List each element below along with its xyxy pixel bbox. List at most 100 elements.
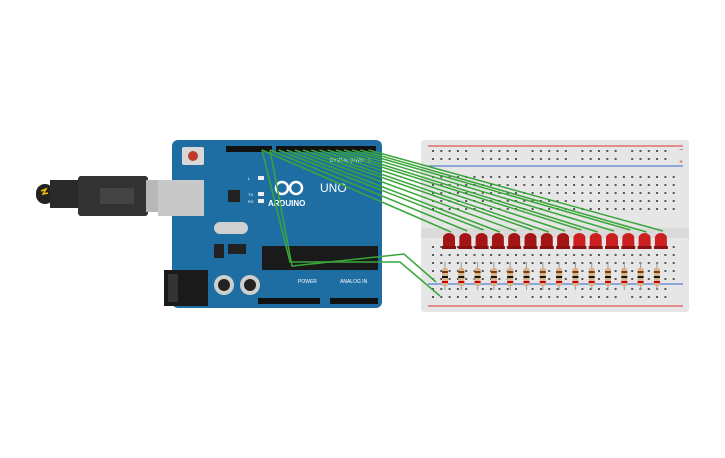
resistor[interactable] <box>637 262 644 290</box>
red-led[interactable] <box>556 233 571 249</box>
resistor[interactable] <box>605 262 611 290</box>
resistor[interactable] <box>539 262 546 290</box>
breadboard-hole <box>614 176 617 178</box>
breadboard-hole <box>432 192 434 194</box>
jumper-wire[interactable] <box>327 149 582 231</box>
led-dome <box>654 233 667 243</box>
jumper-wire[interactable] <box>343 149 615 232</box>
regulator <box>214 244 224 258</box>
red-led[interactable] <box>539 233 554 249</box>
breadboard-hole <box>672 246 675 248</box>
rail-hole <box>548 296 551 298</box>
rail-hole <box>548 158 551 160</box>
resistor-row[interactable] <box>442 262 660 290</box>
jumper-wire[interactable] <box>286 149 501 233</box>
breadboard-hole <box>465 184 468 186</box>
breadboard-hole <box>614 262 617 264</box>
breadboard-hole <box>581 278 584 280</box>
red-led[interactable] <box>637 233 652 249</box>
red-led[interactable] <box>507 233 522 249</box>
ground-wire[interactable] <box>261 149 441 297</box>
breadboard-hole <box>456 192 459 194</box>
resistor[interactable] <box>490 262 497 290</box>
rail-hole <box>531 296 534 298</box>
resistor[interactable] <box>556 262 563 290</box>
resistor[interactable] <box>442 262 448 290</box>
red-led[interactable] <box>572 233 587 249</box>
breadboard-hole <box>631 254 634 256</box>
rail-hole <box>456 288 459 290</box>
breadboard-hole <box>664 278 667 280</box>
breadboard-hole <box>481 254 484 256</box>
jumper-wire[interactable] <box>335 149 598 233</box>
resistor-band <box>523 271 530 273</box>
rail-hole <box>481 296 484 298</box>
resistor[interactable] <box>507 262 514 290</box>
jumper-wire[interactable] <box>310 149 550 233</box>
breadboard-hole <box>448 278 451 280</box>
rail-hole <box>647 296 650 298</box>
resistor[interactable] <box>458 262 465 290</box>
breadboard-hole <box>440 200 443 202</box>
breadboard-hole <box>606 208 609 210</box>
rail-hole <box>631 296 634 298</box>
jumper-wire[interactable] <box>278 149 484 231</box>
breadboard-hole <box>606 184 609 186</box>
breadboard-hole <box>456 262 459 264</box>
jumper-wire[interactable] <box>319 149 566 232</box>
rail-hole <box>481 150 484 152</box>
arduino-uno-board[interactable]: ARDUINO UNO DIGITAL (PWM ~) POWER ANALOG… <box>158 140 382 308</box>
resistor[interactable] <box>523 262 530 290</box>
red-led[interactable] <box>442 233 456 249</box>
red-led[interactable] <box>523 233 538 249</box>
red-led[interactable] <box>621 233 636 249</box>
jumper-wire[interactable] <box>351 149 631 231</box>
rail-hole <box>581 296 584 298</box>
rail-hole <box>515 158 517 160</box>
breadboard-hole <box>548 278 551 280</box>
breadboard-hole <box>556 200 559 202</box>
rail-hole <box>598 288 600 290</box>
atmega-chip <box>262 246 378 270</box>
rail-hole <box>556 150 559 152</box>
resistor[interactable] <box>653 262 660 290</box>
resistor[interactable] <box>572 262 579 290</box>
ground-wire[interactable] <box>269 149 437 283</box>
resistor-band <box>621 271 628 273</box>
breadboard-hole <box>448 208 451 210</box>
breadboard-hole <box>672 254 675 256</box>
rail-hole <box>598 296 600 298</box>
breadboard-hole <box>656 184 659 186</box>
breadboard-hole <box>647 278 650 280</box>
resistor[interactable] <box>621 262 628 290</box>
red-led[interactable] <box>490 233 505 249</box>
red-led[interactable] <box>588 233 603 249</box>
led-dome <box>638 233 651 243</box>
led-row[interactable] <box>442 233 668 249</box>
led-base <box>442 246 456 249</box>
red-led[interactable] <box>605 233 619 249</box>
rail-hole <box>564 158 567 160</box>
breadboard-hole <box>589 192 592 194</box>
breadboard-hole <box>506 262 509 264</box>
resistor[interactable] <box>588 262 595 290</box>
breadboard-hole <box>440 246 443 248</box>
jumper-wires[interactable] <box>261 149 664 297</box>
red-led[interactable] <box>653 233 668 249</box>
jumper-wire[interactable] <box>261 149 452 233</box>
jumper-wire[interactable] <box>368 149 664 232</box>
jumper-wire[interactable] <box>294 149 517 232</box>
jumper-wire[interactable] <box>360 149 647 233</box>
breadboard-hole <box>498 254 501 256</box>
breadboard-hole <box>506 254 509 256</box>
breadboard-hole <box>465 262 468 264</box>
red-led[interactable] <box>474 233 489 249</box>
rail-hole <box>465 296 468 298</box>
resistor-band <box>507 276 514 278</box>
jumper-wire[interactable] <box>302 149 533 231</box>
resistor[interactable] <box>474 262 481 290</box>
red-led[interactable] <box>458 233 473 249</box>
jumper-wire[interactable] <box>269 149 468 232</box>
breadboard-hole <box>498 270 501 272</box>
